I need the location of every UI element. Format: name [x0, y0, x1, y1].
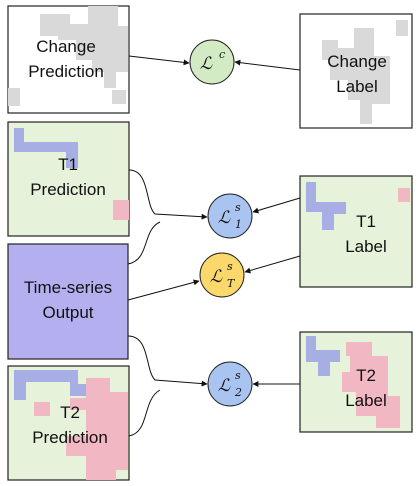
loss-semantic-t2-superscript: s [235, 369, 241, 382]
loss-change-node: ℒ c [189, 39, 235, 85]
t2-prediction-water [14, 370, 96, 400]
change-prediction-map [8, 6, 128, 106]
arrow-t1-label-to-loss-t1 [252, 197, 301, 214]
arrow-t1-prediction-to-loss-t1 [128, 169, 208, 220]
t1-label-building [398, 188, 410, 202]
change-prediction-label-line1: Change [36, 37, 96, 56]
loss-semantic-t1-node: ℒ s 1 [207, 193, 253, 239]
t1-label-line2: Label [345, 237, 387, 256]
change-label-line2: Label [336, 77, 378, 96]
t2-prediction-label-line1: T2 [60, 403, 80, 422]
loss-semantic-t2-node: ℒ s 2 [207, 361, 253, 407]
loss-semantic-t2-symbol: ℒ [218, 376, 231, 396]
loss-semantic-t1-superscript: s [235, 201, 241, 214]
arrow-t1-label-to-loss-T [244, 255, 301, 274]
change-prediction-label-line2: Prediction [28, 62, 104, 81]
time-series-output-line2: Output [42, 303, 93, 322]
t2-prediction-box: T2 Prediction [7, 365, 130, 481]
loss-semantic-t1-subscript: 1 [235, 218, 242, 231]
t2-label-line2: Label [345, 391, 387, 410]
loss-change-superscript: c [219, 48, 225, 61]
time-series-output-box: Time-series Output [7, 243, 129, 360]
t2-label-water [306, 336, 340, 376]
loss-semantic-T-symbol: ℒ [210, 267, 223, 287]
arrow-time-series-to-loss-t2 [127, 335, 208, 387]
t2-label-line1: T2 [356, 366, 376, 385]
loss-change-symbol: ℒ [200, 54, 213, 74]
t1-prediction-box: T1 Prediction [7, 121, 130, 237]
loss-semantic-t1-symbol: ℒ [218, 208, 231, 228]
loss-semantic-T-superscript: s [227, 260, 233, 273]
t1-label-line1: T1 [356, 212, 376, 231]
change-label-line1: Change [327, 52, 387, 71]
change-label-box: Change Label [299, 13, 413, 129]
t1-prediction-label-line1: T1 [58, 155, 78, 174]
t1-prediction-water [14, 128, 78, 168]
arrow-t2-prediction-to-loss-t2 [128, 389, 161, 437]
loss-semantic-t2-subscript: 2 [234, 386, 242, 399]
change-label-map [322, 20, 408, 124]
t1-label-box: T1 Label [299, 175, 413, 288]
t1-prediction-label-line2: Prediction [30, 180, 106, 199]
arrow-time-series-to-loss-T [127, 279, 200, 301]
t1-label-water [306, 182, 346, 230]
change-prediction-box: Change Prediction [7, 5, 130, 114]
t2-prediction-building [66, 378, 128, 480]
loss-semantic-T-node: ℒ s T [199, 252, 245, 298]
t2-prediction-building-small [34, 402, 50, 416]
t2-prediction-label-line2: Prediction [32, 428, 108, 447]
arrow-change-label-to-loss-change [234, 59, 301, 71]
t1-prediction-building [113, 200, 129, 220]
t2-label-box: T2 Label [299, 331, 413, 433]
loss-semantic-T-subscript: T [227, 277, 236, 290]
t2-label-building [342, 342, 400, 428]
time-series-output-line1: Time-series [24, 278, 112, 297]
arrow-change-prediction-to-loss-change [128, 55, 190, 66]
arrow-time-series-to-loss-t1 [127, 221, 161, 265]
